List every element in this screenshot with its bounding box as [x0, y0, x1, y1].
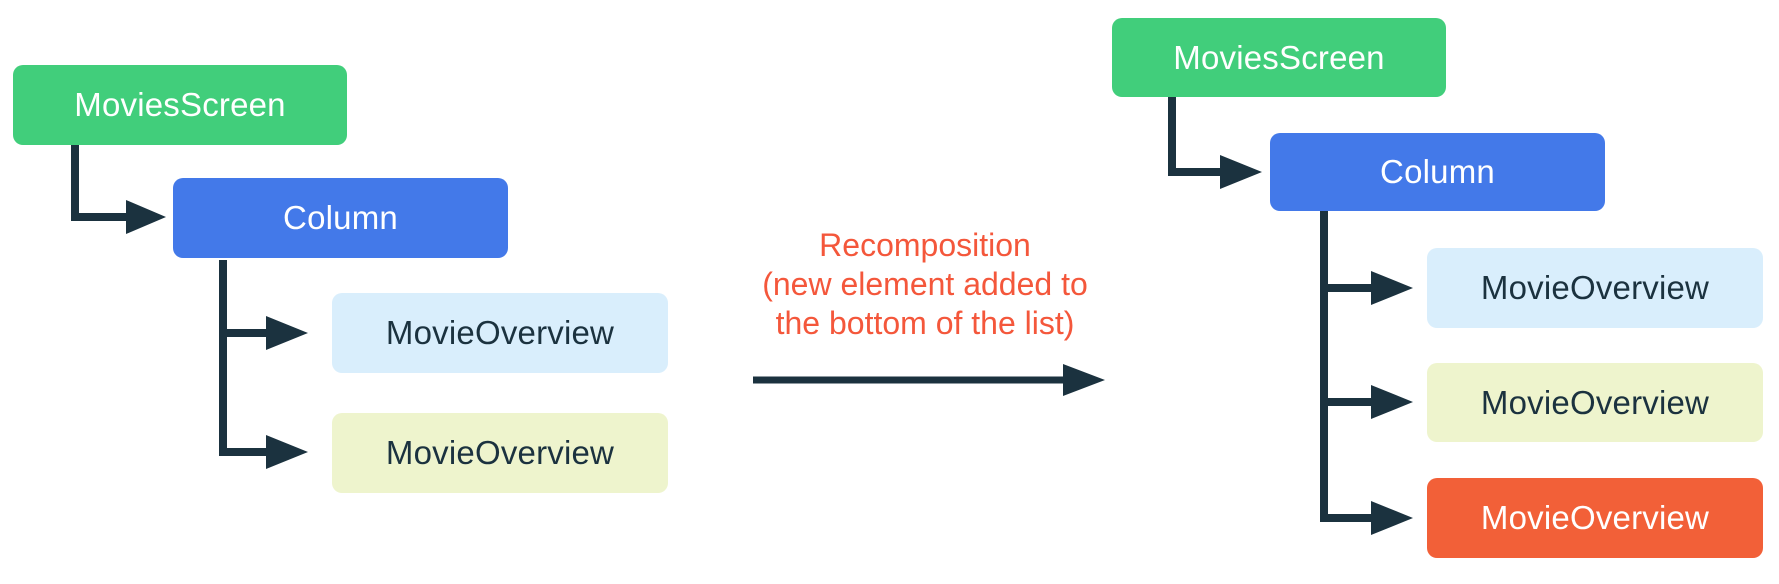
after-edge-column-children — [1320, 210, 1413, 535]
after-node-moviesscreen: MoviesScreen — [1112, 18, 1446, 97]
node-label: MoviesScreen — [74, 86, 286, 123]
recomposition-arrow — [753, 364, 1105, 396]
node-label: Column — [1380, 153, 1495, 190]
after-node-column: Column — [1270, 133, 1605, 211]
node-label: MovieOverview — [1480, 383, 1710, 421]
before-node-column: Column — [173, 178, 508, 258]
before-node-movieoverview-1: MovieOverview — [332, 293, 668, 373]
after-edge-moviesscreen-column — [1168, 96, 1262, 189]
after-node-movieoverview-3-new: MovieOverview — [1427, 478, 1763, 558]
node-label: MovieOverview — [385, 314, 615, 351]
node-label: MovieOverview — [385, 434, 615, 471]
after-node-movieoverview-1: MovieOverview — [1427, 248, 1763, 328]
annotation-line-3: the bottom of the list) — [775, 305, 1075, 341]
node-label: MoviesScreen — [1173, 38, 1385, 76]
before-node-moviesscreen: MoviesScreen — [13, 65, 347, 145]
node-label: MovieOverview — [1480, 269, 1710, 306]
node-label: Column — [283, 199, 398, 236]
annotation-line-1: Recomposition — [819, 227, 1031, 263]
before-edge-moviesscreen-column — [71, 145, 166, 234]
recomposition-annotation: Recomposition (new element added to the … — [660, 226, 1190, 343]
before-node-movieoverview-2: MovieOverview — [332, 413, 668, 493]
node-label: MovieOverview — [1480, 499, 1710, 536]
after-node-movieoverview-2: MovieOverview — [1427, 363, 1763, 442]
annotation-line-2: (new element added to — [762, 266, 1088, 302]
before-edge-column-children — [219, 260, 308, 469]
